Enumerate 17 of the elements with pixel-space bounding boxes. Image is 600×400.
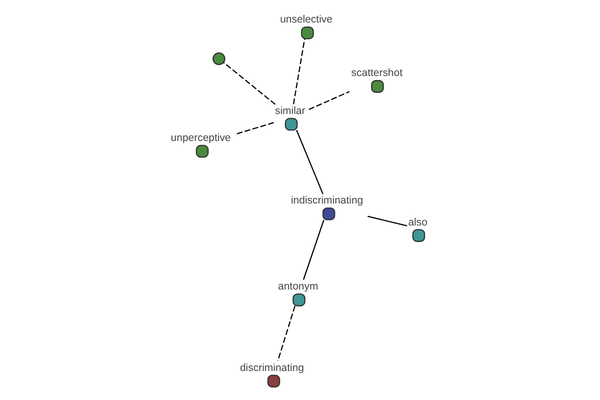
node-label: similar [274, 106, 306, 118]
node-label: discriminating [240, 362, 304, 374]
node-label: also [408, 217, 428, 228]
connector [302, 220, 324, 280]
connector [223, 62, 276, 105]
node-label: indiscriminating [290, 196, 364, 207]
node-label: scattershot [351, 68, 403, 80]
node-label: unselective [280, 14, 332, 26]
connector [296, 130, 324, 194]
connector [308, 91, 350, 110]
connector [234, 122, 274, 135]
connector [292, 38, 306, 104]
node-circle [212, 52, 226, 66]
connector [368, 216, 408, 226]
node-label: antonym [278, 282, 318, 293]
connector [277, 306, 296, 361]
node-label: unperceptive [170, 132, 231, 144]
